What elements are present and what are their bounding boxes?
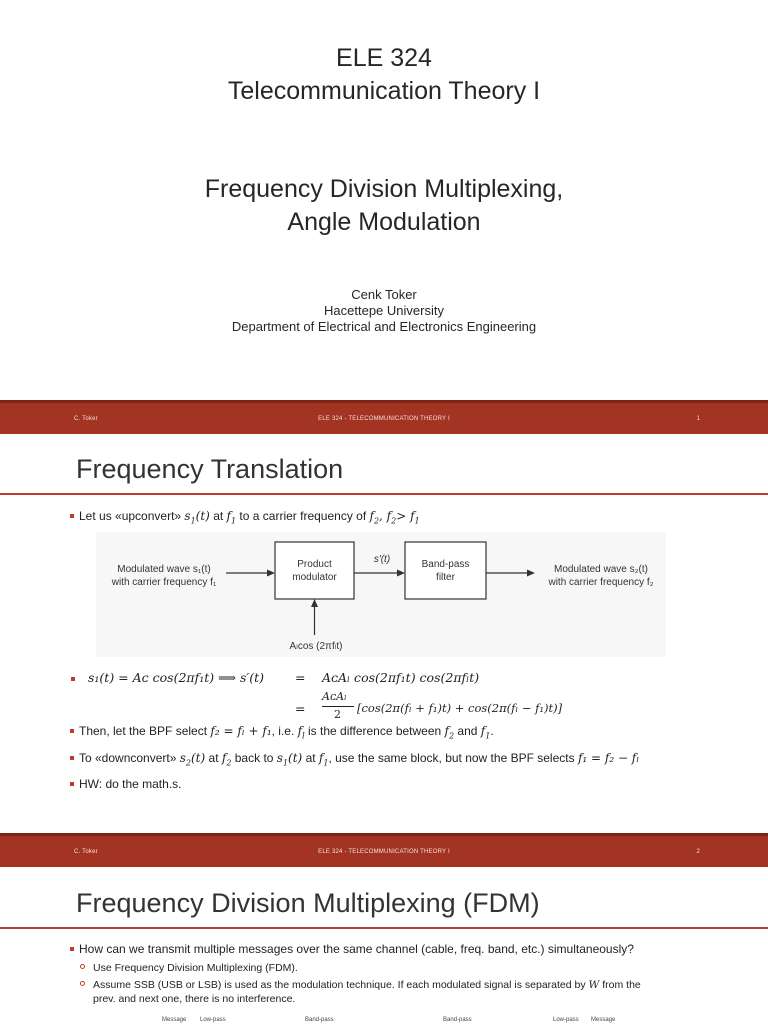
title-rule — [0, 493, 768, 495]
band-pass-filter-block — [404, 541, 487, 600]
bullet-marker — [70, 729, 74, 733]
equation-2-eq: = — [295, 701, 306, 716]
topic-line-1: Frequency Division Multiplexing, — [204, 175, 564, 203]
bullet-bpf-select: Then, let the BPF select f₂ = fₗ + f₁, i… — [70, 724, 494, 740]
input-label-2: with carrier frequency f₁ — [111, 577, 217, 588]
footer-page-number: 2 — [696, 849, 700, 855]
diag-label-bandpass-1: Band-pass — [305, 1017, 334, 1023]
bullet-homework: HW: do the math.s. — [70, 777, 182, 791]
frequency-translation-slide: Frequency Translation Let us «upconvert»… — [0, 434, 768, 832]
fdm-slide: Frequency Division Multiplexing (FDM) Ho… — [0, 867, 768, 1024]
topic-line-2: Angle Modulation — [287, 208, 481, 236]
bullet-question: How can we transmit multiple messages ov… — [70, 942, 634, 956]
footer-course: ELE 324 - TELECOMMUNICATION THEORY I — [318, 416, 450, 422]
department-name: Department of Electrical and Electronics… — [231, 319, 537, 334]
bullet-downconvert: To «downconvert» s2(t) at f2 back to s1(… — [70, 751, 639, 767]
slide-title: Frequency Translation — [76, 454, 344, 484]
sub-bullet-use-fdm: Use Frequency Division Multiplexing (FDM… — [80, 962, 298, 974]
university-name: Hacettepe University — [324, 303, 444, 318]
output-label-2: with carrier frequency f₂ — [547, 577, 653, 588]
diag-label-message-in: Message — [162, 1017, 187, 1023]
product-label-2: modulator — [292, 572, 337, 583]
product-modulator-block — [274, 541, 355, 600]
equation-1-eq: = — [295, 670, 306, 685]
footer-page-number: 1 — [696, 416, 700, 422]
equation-2-frac-den: 2 — [334, 708, 341, 721]
footer-author: C. Toker — [74, 849, 98, 855]
equation-2-frac-num: AᴄAₗ — [322, 690, 347, 703]
footer-author: C. Toker — [74, 416, 98, 422]
title-rule — [0, 927, 768, 929]
equation-1-lhs: s₁(t) = Aᴄ cos(2πf₁t) ⟹ s′(t) — [88, 670, 265, 685]
output-label-1: Modulated wave s₂(t) — [554, 564, 648, 575]
footer-course: ELE 324 - TELECOMMUNICATION THEORY I — [318, 849, 450, 855]
sub-bullet-marker — [80, 981, 85, 986]
sub-bullet-marker — [80, 964, 85, 969]
s-prime-label: s'(t) — [374, 554, 390, 565]
diag-label-lowpass-in: Low-pass — [200, 1017, 226, 1023]
equation-2-rhs: [cos(2π(fₗ + f₁)t) + cos(2π(fₗ − f₁)t)] — [357, 701, 563, 715]
bullet-marker — [70, 514, 74, 518]
bullet-upconvert: Let us «upconvert» s1(t) at f1 to a carr… — [70, 509, 420, 525]
title-slide: ELE 324 Telecommunication Theory I Frequ… — [0, 0, 768, 400]
product-label-1: Product — [297, 559, 332, 570]
slide-footer-2: C. Toker ELE 324 - TELECOMMUNICATION THE… — [0, 833, 768, 867]
equation-1-rhs: AᴄAₗ cos(2πf₁t) cos(2πfₗt) — [322, 670, 480, 685]
course-code: ELE 324 — [336, 44, 432, 72]
input-label-1: Modulated wave s₁(t) — [117, 564, 210, 575]
bullet-marker — [70, 782, 74, 786]
diag-label-bandpass-2: Band-pass — [443, 1017, 472, 1023]
equation-2-frac-bar — [322, 706, 354, 707]
diag-label-message-out: Message — [591, 1017, 616, 1023]
frequency-translation-diagram: Modulated wave s₁(t) with carrier freque… — [96, 532, 666, 657]
bpf-label-1: Band-pass — [422, 559, 470, 570]
slide-footer-1: C. Toker ELE 324 - TELECOMMUNICATION THE… — [0, 400, 768, 434]
bullet-marker — [70, 947, 74, 951]
slide-title: Frequency Division Multiplexing (FDM) — [76, 888, 540, 918]
sub-bullet-ssb: Assume SSB (USB or LSB) is used as the m… — [80, 979, 710, 991]
bullet-marker — [70, 756, 74, 760]
course-title: Telecommunication Theory I — [227, 77, 541, 105]
sub-bullet-ssb-cont: prev. and next one, there is no interfer… — [93, 993, 296, 1005]
diag-label-lowpass-out: Low-pass — [553, 1017, 579, 1023]
bpf-label-2: filter — [436, 572, 456, 583]
oscillator-label: Aₗcos (2πfₗt) — [289, 641, 342, 652]
bullet-marker — [71, 677, 75, 681]
author-name: Cenk Toker — [351, 287, 417, 302]
